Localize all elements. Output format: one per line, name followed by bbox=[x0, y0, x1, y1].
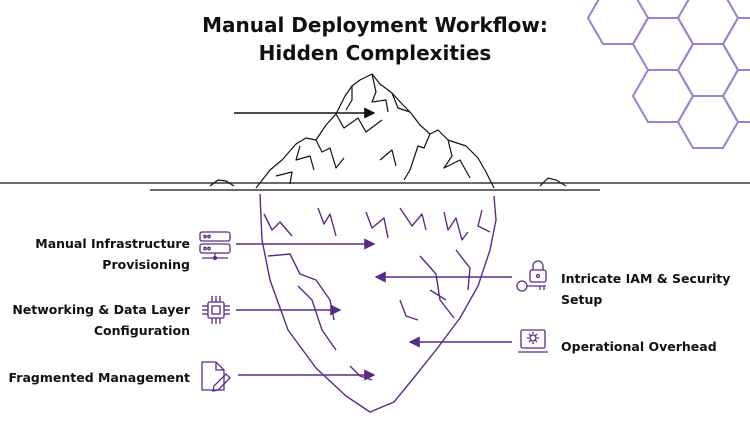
label-operational-overhead: Operational Overhead bbox=[561, 336, 717, 357]
label-networking: Networking & Data Layer Configuration bbox=[12, 299, 190, 341]
document-edit-icon bbox=[201, 361, 231, 392]
label-networking-line2: Configuration bbox=[93, 323, 190, 338]
iceberg-underwater bbox=[259, 193, 497, 413]
page-title-line1: Manual Deployment Workflow: bbox=[202, 13, 548, 37]
label-iam-security-text: Intricate IAM & Security Setup bbox=[561, 271, 731, 307]
label-manual-infrastructure-line1: Manual Infrastructure bbox=[35, 236, 190, 251]
server-rack-icon bbox=[199, 231, 231, 261]
label-manual-infrastructure: Manual Infrastructure Provisioning bbox=[35, 233, 190, 275]
arrows bbox=[234, 107, 512, 381]
water-line bbox=[0, 177, 750, 191]
label-operational-overhead-text: Operational Overhead bbox=[561, 339, 717, 354]
lock-key-icon bbox=[516, 260, 547, 292]
label-fragmented-management: Fragmented Management bbox=[9, 367, 190, 388]
page-title-line2: Hidden Complexities bbox=[258, 41, 492, 65]
label-manual-infrastructure-line2: Provisioning bbox=[102, 257, 190, 272]
iceberg-tip bbox=[255, 73, 495, 189]
laptop-gear-icon bbox=[518, 329, 548, 353]
hexagon-pattern bbox=[586, 0, 750, 149]
label-fragmented-management-text: Fragmented Management bbox=[8, 370, 190, 385]
circuit-chip-icon bbox=[202, 296, 230, 324]
label-networking-line1: Networking & Data Layer bbox=[12, 302, 190, 317]
label-iam-security: Intricate IAM & Security Setup bbox=[561, 268, 750, 310]
